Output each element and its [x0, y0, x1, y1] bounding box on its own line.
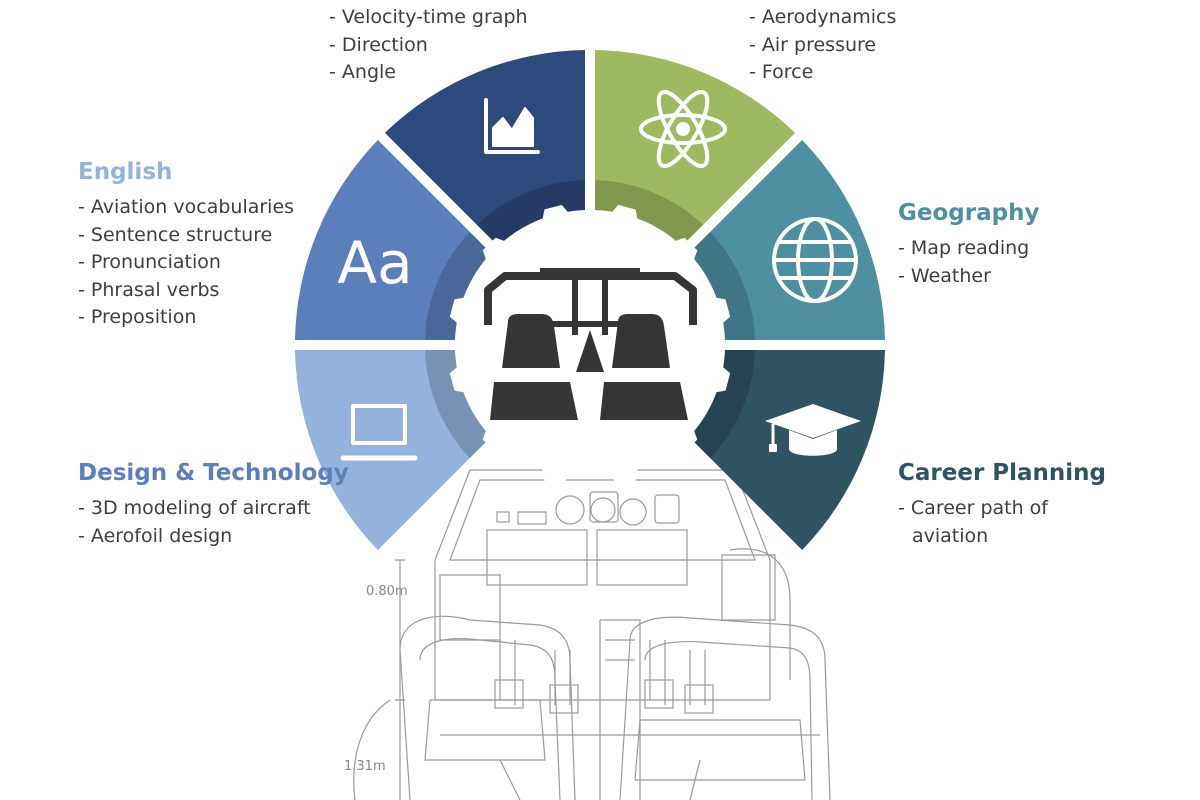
geography-topic: Geography Map reading Weather	[898, 199, 1039, 290]
cockpit-seats-icon	[484, 268, 697, 420]
physics-topic: Aerodynamics Air pressure Force	[749, 4, 897, 87]
list-item: Angle	[329, 59, 528, 87]
geography-segment-inner-band	[688, 231, 755, 340]
math-topic: Velocity-time graph Direction Angle	[329, 4, 528, 87]
laptop-icon	[340, 404, 418, 461]
english-topic: English Aviation vocabularies Sentence s…	[78, 158, 294, 332]
list-item: Pronunciation	[78, 249, 294, 277]
design-segment-inner-band	[425, 231, 492, 340]
physics-segment-inner-band	[595, 180, 704, 247]
list-item: Sentence structure	[78, 222, 294, 250]
physics-segment	[595, 50, 796, 247]
geography-segment	[688, 139, 885, 340]
list-item-continuation: aviation	[912, 524, 989, 547]
list-item: Aviation vocabularies	[78, 194, 294, 222]
english-title: English	[78, 159, 173, 185]
globe-icon	[772, 217, 858, 303]
graduation-cap-icon	[765, 404, 861, 456]
list-item: Map reading	[898, 235, 1039, 263]
list-item: Aerofoil design	[78, 523, 349, 551]
geography-item-list: Map reading Weather	[898, 235, 1039, 290]
list-item: Preposition	[78, 304, 294, 332]
subject-segments	[295, 50, 885, 551]
career-planning-topic: Career Planning Career path of aviation	[898, 459, 1106, 550]
career-segment-inner-band	[688, 350, 755, 459]
atom-icon	[639, 89, 727, 169]
physics-item-list: Aerodynamics Air pressure Force	[749, 4, 897, 87]
design-item-list: 3D modeling of aircraft Aerofoil design	[78, 495, 349, 550]
list-item: Aerodynamics	[749, 4, 897, 32]
design-segment	[295, 139, 492, 340]
english-item-list: Aviation vocabularies Sentence structure…	[78, 194, 294, 332]
list-item: 3D modeling of aircraft	[78, 495, 349, 523]
list-item: Weather	[898, 263, 1039, 291]
dimension-label-top: 0.80m	[366, 584, 408, 599]
text-aa-icon: Aa	[337, 229, 412, 297]
list-item: Force	[749, 59, 896, 87]
math-segment-inner-band	[476, 180, 585, 247]
list-item: Air pressure	[749, 32, 896, 60]
career-item-list: Career path of aviation	[898, 495, 1106, 550]
list-item: Direction	[329, 32, 528, 60]
simulator-blueprint-drawing	[353, 469, 831, 800]
design-technology-title: Design & Technology	[78, 460, 349, 486]
geography-title: Geography	[898, 200, 1040, 226]
career-segment	[688, 350, 885, 551]
list-item: Phrasal verbs	[78, 277, 294, 305]
dimension-label-bottom: 1.31m	[344, 759, 386, 774]
line-chart-icon	[484, 98, 540, 154]
design-technology-topic: Design & Technology 3D modeling of aircr…	[78, 459, 349, 550]
english-segment-inner-band	[425, 350, 492, 459]
math-item-list: Velocity-time graph Direction Angle	[329, 4, 528, 87]
list-item: Velocity-time graph	[329, 4, 528, 32]
list-item: Career path of	[898, 495, 1106, 523]
career-planning-title: Career Planning	[898, 460, 1107, 486]
